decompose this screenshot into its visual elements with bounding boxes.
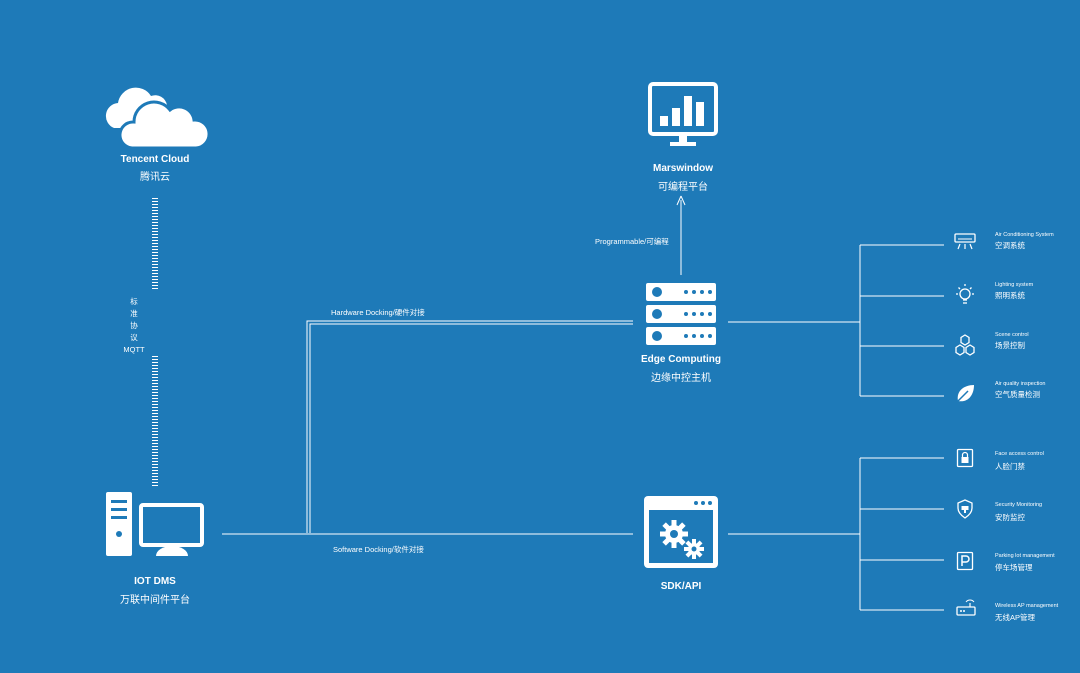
arrow-head-left [676,195,682,206]
lighting-system-label-en: Lighting system [995,282,1034,288]
hardware-link-inner [309,323,633,533]
security-monitoring-label-cn: 安防监控 [995,513,1025,522]
cloud-icon [105,87,210,150]
arrow-head-right [680,195,686,206]
light-bulb-icon [956,284,974,304]
server-icon [646,283,716,345]
router-icon [956,599,976,616]
software-docking-label: Software Docking/软件对接 [333,545,424,554]
tencent-cloud-name-en: Tencent Cloud [120,154,190,165]
security-monitoring-label-en: Security Monitoring [995,502,1043,508]
mqtt-label-char: 准 [130,309,138,318]
edge-computing-name-en: Edge Computing [641,354,721,365]
hardware-link-outer [306,320,633,533]
shield-icon [957,499,973,519]
hexagons-icon [955,334,975,356]
air-quality-label-en: Air quality inspection [995,381,1046,387]
iot-dms-name-en: IOT DMS [134,576,176,587]
parking-label-en: Parking lot management [995,553,1055,559]
face-access-label-cn: 人脸门禁 [995,462,1025,471]
wireless-ap-label-cn: 无线AP管理 [995,613,1036,622]
air-quality-label-cn: 空气质量检测 [995,390,1040,399]
desktop-computer-icon [106,492,204,556]
marswindow-name-en: Marswindow [652,163,713,174]
wireless-ap-label-en: Wireless AP management [995,603,1059,609]
parking-label-cn: 停车场管理 [995,563,1033,572]
mqtt-protocol-label: 标 准 协 议 MQTT [119,296,149,356]
programmable-label: Programmable/可编程 [595,237,669,246]
face-lock-icon [956,448,974,468]
gears-window-icon [644,496,718,568]
marswindow-name-cn: 可编程平台 [658,182,708,193]
ac-system-label-cn: 空调系统 [995,241,1025,250]
sdk-api-name: SDK/API [660,581,702,592]
air-conditioner-icon [954,233,976,250]
hardware-docking-label: Hardware Docking/硬件对接 [331,308,425,317]
tencent-cloud-name-cn: 腾讯云 [140,172,170,183]
mqtt-label-char: MQTT [123,345,145,354]
monitor-chart-icon [648,82,718,146]
parking-icon [956,551,974,571]
edge-computing-name-cn: 边缘中控主机 [651,373,711,384]
iot-dms-name-cn: 万联中间件平台 [120,595,190,606]
mqtt-label-char: 协 [130,321,138,330]
scene-control-label-en: Scene control [995,332,1029,338]
lighting-system-label-cn: 照明系统 [995,291,1025,300]
leaf-icon [957,385,974,402]
ac-system-label-en: Air Conditioning System [995,232,1054,238]
scene-control-label-cn: 场景控制 [995,341,1025,350]
mqtt-label-char: 议 [130,333,138,342]
face-access-label-en: Face access control [995,451,1044,457]
mqtt-label-char: 标 [130,297,138,306]
